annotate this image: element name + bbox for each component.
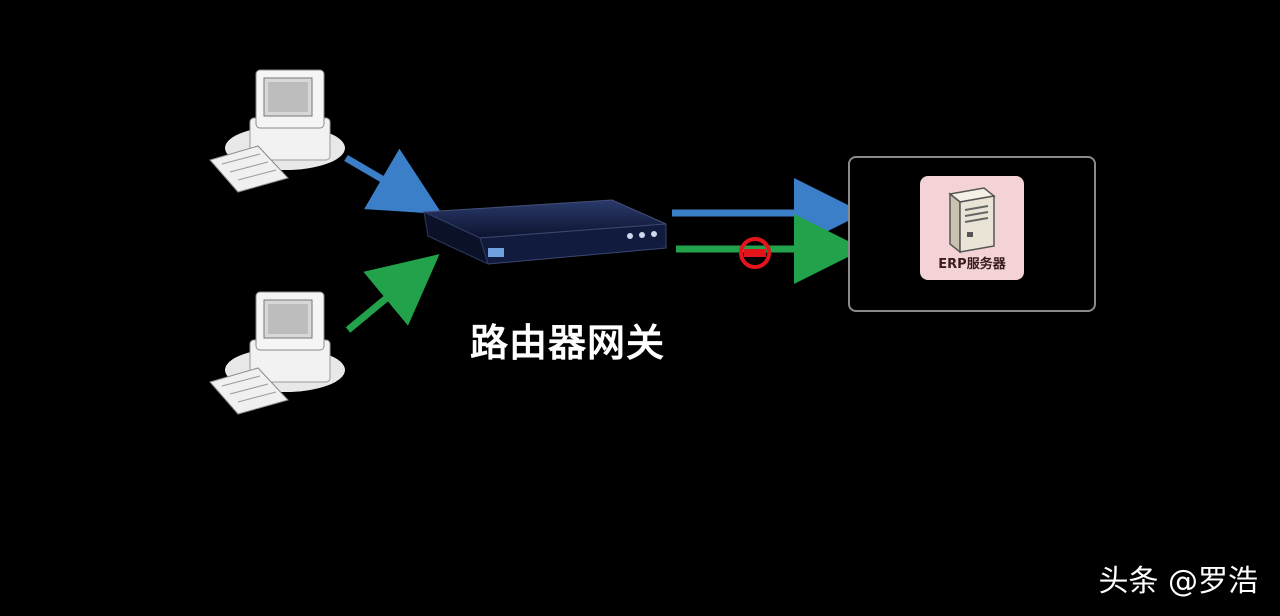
server-panel: ERP服务器 xyxy=(848,156,1096,312)
server-icon xyxy=(948,187,996,254)
blue-arrow-to-router xyxy=(344,148,443,215)
router-icon xyxy=(423,199,667,265)
erp-server-label: ERP服务器 xyxy=(938,257,1006,272)
watermark: 头条 @罗浩 xyxy=(1098,564,1258,599)
blocked-icon xyxy=(739,237,771,269)
router-label: 路由器网关 xyxy=(470,321,666,365)
computer-icon xyxy=(209,69,345,193)
computer-icon xyxy=(209,291,345,415)
erp-server-card: ERP服务器 xyxy=(920,176,1024,280)
green-arrow-to-router xyxy=(345,254,440,333)
